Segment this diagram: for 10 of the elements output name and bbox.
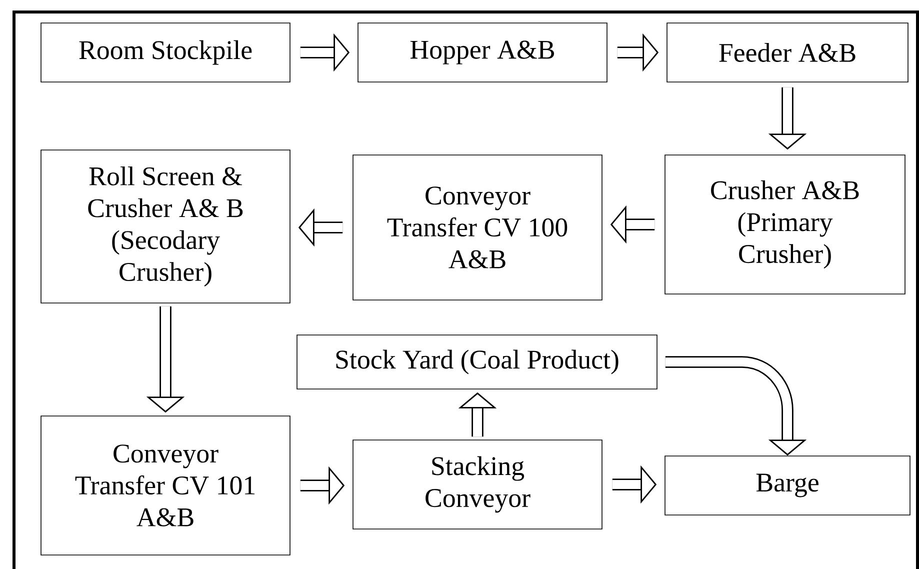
process-box: Crusher A&B (Primary Crusher) [664, 154, 906, 294]
process-box: Stock Yard (Coal Product) [296, 334, 658, 390]
process-box: Conveyor Transfer CV 100 A&B [352, 154, 602, 300]
process-box: Barge [664, 456, 910, 516]
process-box: Hopper A&B [358, 22, 608, 82]
process-box: Room Stockpile [40, 22, 290, 82]
process-box: Feeder A&B [666, 22, 908, 82]
process-box: Conveyor Transfer CV 101 A&B [40, 416, 290, 556]
process-box: Stacking Conveyor [352, 440, 602, 530]
process-box: Roll Screen & Crusher A& B (Secodary Crusher) [40, 150, 290, 304]
